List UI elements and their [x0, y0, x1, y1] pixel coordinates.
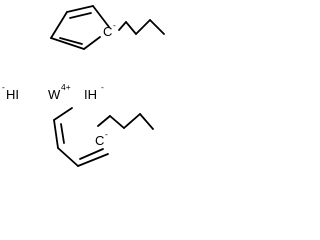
top-ring-bond-front — [50, 37, 85, 50]
bottom-butyl-chain — [97, 113, 154, 130]
top-ring-bond-front-right — [83, 36, 101, 50]
top-ring-bond-left-back — [50, 11, 68, 39]
right-hydride-charge: - — [101, 82, 104, 92]
bottom-butyl-bond-1 — [97, 115, 111, 127]
bottom-carbanion-label: C — [95, 133, 104, 148]
top-carbanion-charge: - — [113, 20, 116, 30]
top-butyl-bond-1 — [118, 21, 127, 31]
top-butyl-chain — [118, 19, 165, 35]
tungsten-label: W — [48, 87, 61, 102]
left-hydride-label: HI — [6, 87, 19, 102]
top-carbanion-label: C — [103, 24, 112, 39]
right-hydride-label: IH — [84, 87, 97, 102]
bottom-ring-bond-front-left — [57, 147, 79, 167]
top-cyclopentadienyl-ring — [50, 5, 110, 50]
bottom-carbanion-charge: - — [105, 129, 108, 139]
top-ring-bond-back — [66, 5, 94, 13]
bottom-butyl-bond-3 — [123, 113, 141, 129]
top-ring-bond-right-back — [92, 5, 110, 28]
top-butyl-bond-4 — [149, 19, 165, 35]
structure-diagram: C - C - W 4+ - HI IH - — [2, 5, 165, 167]
bottom-ring-bond-left — [53, 119, 59, 149]
top-butyl-bond-2 — [125, 21, 137, 35]
bottom-butyl-bond-2 — [109, 115, 125, 129]
top-ring-double-bond-inner — [69, 12, 92, 19]
bottom-butyl-bond-4 — [139, 113, 154, 130]
bottom-ring-double-bond-front-inner — [79, 148, 104, 160]
tungsten-charge: 4+ — [61, 82, 71, 92]
bottom-cyclopentadienyl-ring — [53, 107, 109, 167]
top-ring-double-bond-front-inner — [59, 37, 83, 45]
bottom-ring-bond-back-left — [53, 107, 73, 121]
bottom-ring-double-bond-left-inner — [60, 123, 65, 144]
left-hydride-charge: - — [2, 82, 5, 92]
top-butyl-bond-3 — [135, 19, 151, 35]
bottom-ring-bond-front — [77, 153, 109, 167]
